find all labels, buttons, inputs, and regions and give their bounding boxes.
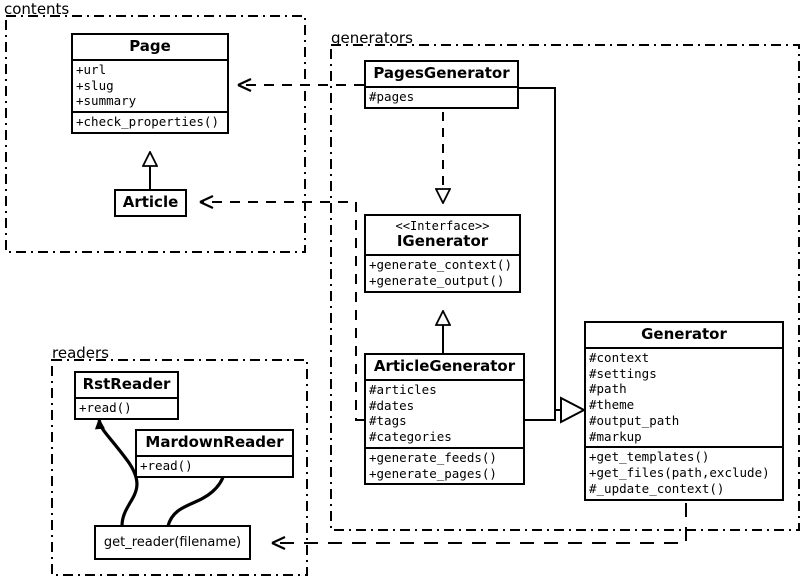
class-rst-reader-name: RstReader xyxy=(82,375,171,393)
attribute: #context xyxy=(589,349,650,365)
edge-get-reader-returns-rstreader xyxy=(94,417,139,527)
package-label-readers: readers xyxy=(52,344,109,362)
operation: +generate_feeds() xyxy=(369,449,497,465)
edge-generator-uses-get-reader xyxy=(271,503,687,550)
attribute: #output_path xyxy=(589,412,680,428)
edge-pagesgenerator-inherits-generator xyxy=(519,87,565,411)
package-border-contents xyxy=(5,15,306,253)
class-mardown-reader-name: MardownReader xyxy=(145,433,284,451)
operation: +read() xyxy=(79,399,132,415)
package-label-generators: generators xyxy=(331,29,413,47)
class-page-attributes: +url +slug +summary xyxy=(73,58,227,111)
edge-articlegenerator-inherits-generator xyxy=(525,409,565,421)
class-pages-generator-name: PagesGenerator xyxy=(373,64,510,82)
operation: +generate_output() xyxy=(369,272,505,288)
class-igenerator-operations: +generate_context() +generate_output() xyxy=(366,254,519,291)
class-page[interactable]: Page +url +slug +summary +check_properti… xyxy=(71,33,229,134)
attribute: +summary xyxy=(76,93,137,109)
class-article-generator-operations: +generate_feeds() +generate_pages() xyxy=(366,446,523,484)
arrowhead-generator-generalization xyxy=(560,396,587,424)
operation: +get_files(path,exclude) xyxy=(589,465,770,481)
class-pages-generator-attributes: #pages xyxy=(366,85,517,107)
class-rst-reader-operations: +read() xyxy=(76,396,177,418)
class-generator-operations: +get_templates() +get_files(path,exclude… xyxy=(586,446,782,498)
attribute: #settings xyxy=(589,365,657,381)
attribute: #markup xyxy=(589,428,642,444)
class-page-operations: +check_properties() xyxy=(73,111,227,132)
attribute: #pages xyxy=(369,88,415,104)
attribute: #categories xyxy=(369,429,452,445)
operation: #_update_context() xyxy=(589,480,725,496)
attribute: #tags xyxy=(369,413,407,429)
package-label-contents: contents xyxy=(4,0,70,18)
operation: +generate_pages() xyxy=(369,465,497,481)
attribute: +url xyxy=(76,61,107,77)
class-article-generator[interactable]: ArticleGenerator #articles #dates #tags … xyxy=(364,353,525,486)
attribute: #dates xyxy=(369,397,415,413)
operation: +generate_context() xyxy=(369,257,512,273)
attribute: #articles xyxy=(369,381,437,397)
class-article-generator-attributes: #articles #dates #tags #categories xyxy=(366,378,523,447)
class-rst-reader[interactable]: RstReader +read() xyxy=(74,371,179,420)
class-mardown-reader-operations: +read() xyxy=(137,454,292,476)
function-box-get-reader-label: get_reader(filename) xyxy=(103,535,242,550)
class-igenerator-name: <<Interface>> IGenerator xyxy=(366,216,519,254)
class-generator-name: Generator xyxy=(641,325,727,343)
class-igenerator-stereotype: <<Interface>> xyxy=(395,219,490,233)
package-border-readers xyxy=(51,359,308,576)
class-page-name: Page xyxy=(129,37,171,55)
function-box-get-reader[interactable]: get_reader(filename) xyxy=(94,525,251,560)
class-article-name: Article xyxy=(122,193,179,211)
operation: +check_properties() xyxy=(76,114,219,130)
edge-articlegenerator-uses-article xyxy=(199,195,364,421)
operation: +get_templates() xyxy=(589,449,710,465)
class-article[interactable]: Article xyxy=(114,189,187,217)
class-mardown-reader[interactable]: MardownReader +read() xyxy=(135,429,294,478)
class-article-generator-name: ArticleGenerator xyxy=(373,357,516,375)
class-pages-generator[interactable]: PagesGenerator #pages xyxy=(364,60,519,109)
class-igenerator[interactable]: <<Interface>> IGenerator +generate_conte… xyxy=(364,214,521,293)
class-generator-attributes: #context #settings #path #theme #output_… xyxy=(586,346,782,447)
attribute: +slug xyxy=(76,77,114,93)
attribute: #theme xyxy=(589,397,635,413)
class-igenerator-label: IGenerator xyxy=(396,232,489,251)
package-border-generators xyxy=(330,44,800,531)
class-generator[interactable]: Generator #context #settings #path #them… xyxy=(584,321,784,501)
attribute: #path xyxy=(589,381,627,397)
operation: +read() xyxy=(140,457,193,473)
